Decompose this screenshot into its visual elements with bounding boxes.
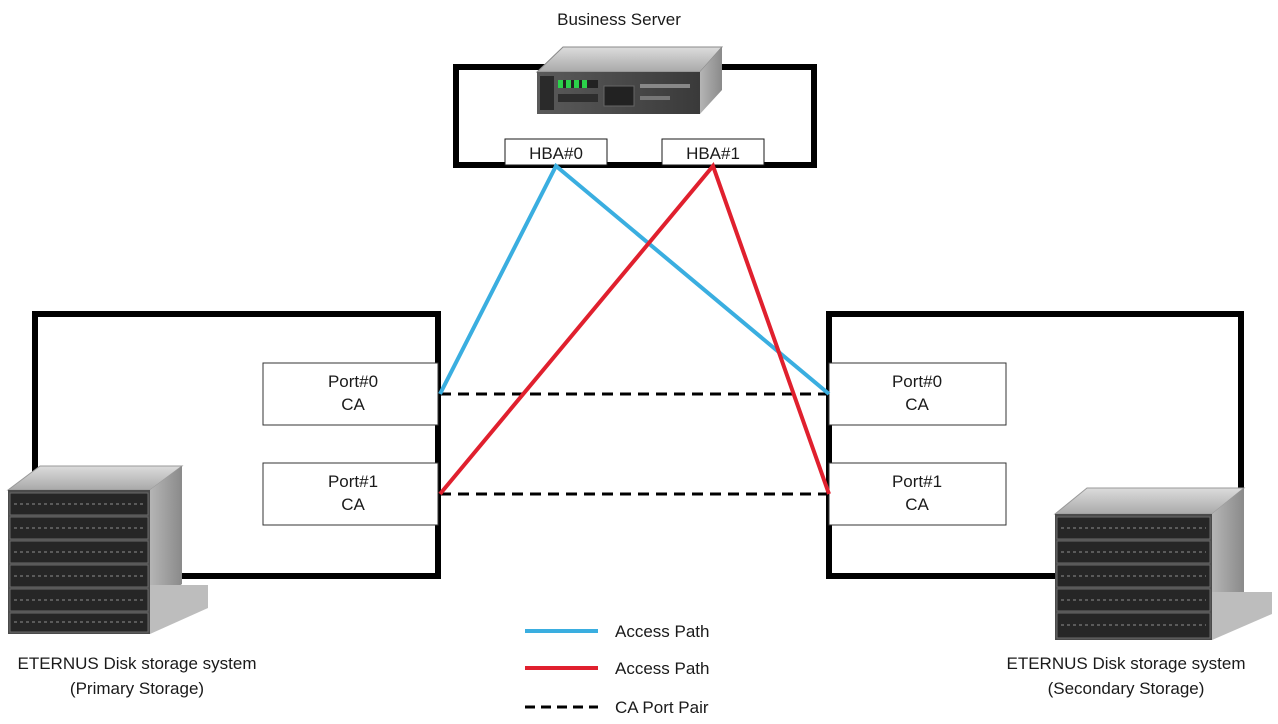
access-path-red — [438, 162, 831, 496]
primary-port0-ca: CA — [341, 395, 365, 414]
access-path-blue — [438, 162, 831, 396]
secondary-caption-line1: ETERNUS Disk storage system — [1007, 654, 1246, 673]
primary-caption-line2: (Primary Storage) — [70, 679, 204, 698]
secondary-storage-frame — [826, 311, 1244, 579]
primary-port1-ca: CA — [341, 495, 365, 514]
server-title: Business Server — [557, 10, 681, 29]
hba1-box — [661, 138, 765, 166]
primary-port1-box — [262, 462, 439, 526]
legend: Access Path Access Path CA Port Pair — [525, 622, 710, 717]
hba0-label: HBA#0 — [529, 144, 583, 163]
secondary-storage-icon — [1053, 487, 1272, 640]
secondary-port1-box — [828, 462, 1007, 526]
primary-caption-line1: ETERNUS Disk storage system — [18, 654, 257, 673]
secondary-port1-label: Port#1 — [892, 472, 942, 491]
primary-port1-label: Port#1 — [328, 472, 378, 491]
secondary-port0-label: Port#0 — [892, 372, 942, 391]
legend-label-blue: Access Path — [615, 622, 710, 641]
primary-storage-frame — [32, 311, 441, 579]
secondary-caption-line2: (Secondary Storage) — [1048, 679, 1205, 698]
primary-port0-label: Port#0 — [328, 372, 378, 391]
secondary-port0-ca: CA — [905, 395, 929, 414]
secondary-port1-ca: CA — [905, 495, 929, 514]
hba1-label: HBA#1 — [686, 144, 740, 163]
legend-label-ca-port-pair: CA Port Pair — [615, 698, 709, 717]
primary-port0-box — [262, 362, 439, 426]
server-icon — [535, 46, 724, 114]
primary-storage-icon — [6, 465, 208, 634]
legend-label-red: Access Path — [615, 659, 710, 678]
